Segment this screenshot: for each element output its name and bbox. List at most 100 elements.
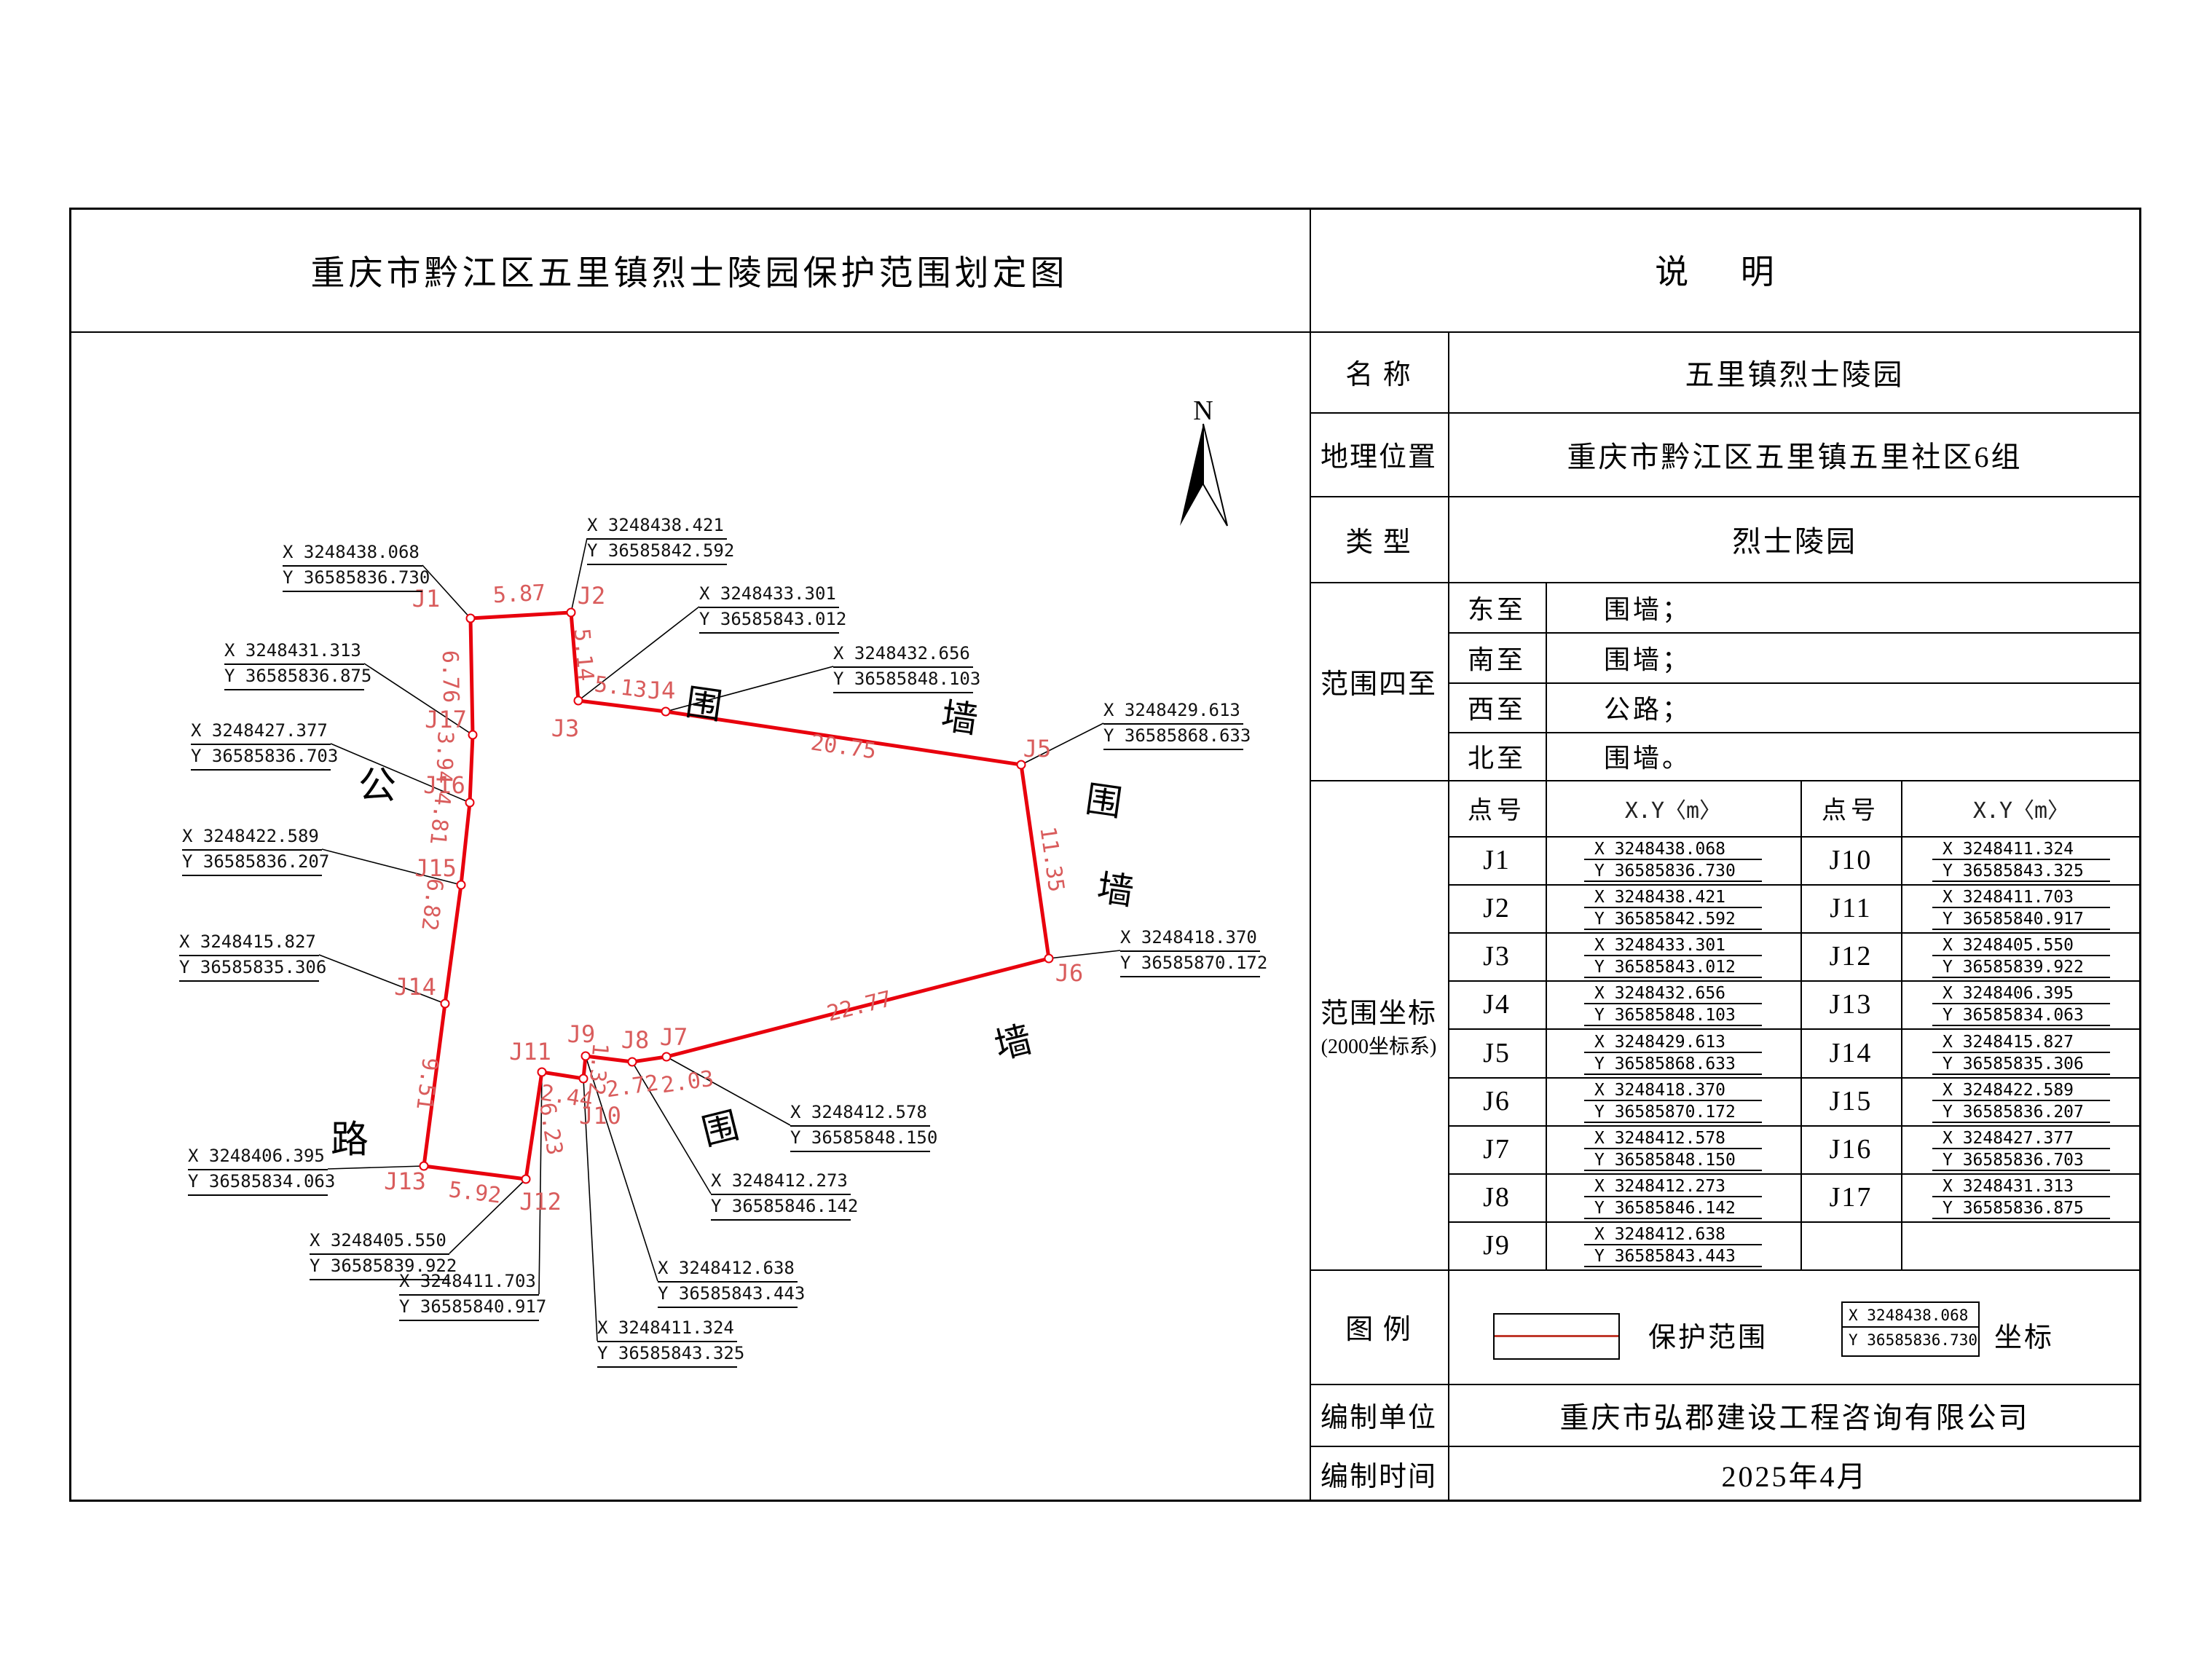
callout-y-J9: Y 36585843.443	[658, 1283, 805, 1308]
row-line	[1448, 980, 2141, 982]
point-label-J2: J2	[577, 582, 606, 610]
bound-val-east: 围墙；	[1604, 594, 1692, 624]
leader-line-J9	[585, 1055, 658, 1282]
point-x: X 3248411.324	[1932, 838, 2110, 860]
vertex-marker-J4	[661, 706, 671, 717]
callout-x-J7: X 3248412.578	[790, 1101, 930, 1127]
bounds-group-label: 范围四至	[1320, 669, 1437, 700]
callout-y-J5: Y 36585868.633	[1103, 725, 1251, 750]
callout-y-J11: Y 36585840.917	[399, 1296, 546, 1321]
leader-line-J14	[318, 954, 446, 1004]
time-value: 2025年4月	[1721, 1460, 1868, 1493]
point-y: Y 36585836.875	[1932, 1197, 2110, 1219]
callout-y-J12: Y 36585839.922	[310, 1255, 457, 1280]
row-line	[1448, 1028, 2141, 1030]
point-label-J13: J13	[384, 1167, 426, 1195]
callout-y-J8: Y 36585846.142	[711, 1195, 858, 1221]
vertex-marker-J16	[465, 797, 475, 808]
point-label-J3: J3	[551, 714, 580, 742]
callout-x-J17: X 3248431.313	[224, 639, 364, 665]
row-line	[1448, 682, 2141, 684]
sheet-border-right	[2139, 208, 2141, 1502]
col-line	[1448, 331, 1449, 1502]
sheet-border-bottom	[69, 1500, 2141, 1502]
legend-line-label: 保护范围	[1648, 1322, 1768, 1353]
point-x: X 3248422.589	[1932, 1079, 2110, 1101]
point-label-J15: J15	[414, 854, 457, 882]
coords-group-label: 范围坐标 (2000坐标系)	[1310, 780, 1448, 1269]
point-x: X 3248438.421	[1584, 886, 1762, 908]
leader-line-J15	[321, 848, 462, 886]
row-line	[1448, 1077, 2141, 1079]
panel-header: 说 明	[1655, 253, 1796, 291]
point-label-J14: J14	[394, 973, 436, 1001]
bound-val-west: 公路；	[1604, 695, 1692, 724]
vertex-marker-J11	[537, 1067, 547, 1077]
point-x: X 3248438.068	[1584, 838, 1762, 860]
vertex-marker-J9	[580, 1051, 591, 1061]
point-id: J8	[1483, 1182, 1511, 1213]
location-label: 地理位置	[1320, 442, 1437, 473]
bound-val-south: 围墙；	[1604, 645, 1692, 674]
col-xy-header-left: X.Y〈m〉	[1624, 797, 1722, 824]
row-line	[1310, 1446, 2141, 1447]
row-line	[1310, 780, 2141, 781]
col-xy-header-right: X.Y〈m〉	[1972, 797, 2070, 824]
point-label-J4: J4	[647, 677, 676, 704]
callout-x-J9: X 3248412.638	[658, 1257, 798, 1283]
leader-line-J17	[363, 663, 473, 736]
point-id: J5	[1483, 1037, 1511, 1068]
protection-boundary	[422, 610, 1051, 1181]
dimension-label: 6.76	[436, 650, 464, 704]
leader-line-J6	[1048, 950, 1121, 959]
row-line	[1310, 1269, 2141, 1271]
callout-y-J2: Y 36585842.592	[587, 540, 734, 565]
point-x: X 3248433.301	[1584, 934, 1762, 956]
unit-label: 编制单位	[1320, 1403, 1437, 1433]
point-x: X 3248411.703	[1932, 886, 2110, 908]
point-label-J5: J5	[1023, 735, 1052, 763]
callout-x-J15: X 3248422.589	[182, 825, 322, 851]
leader-line-J1	[422, 564, 471, 619]
sample-x: X 3248438.068	[1843, 1303, 1978, 1328]
sample-y: Y 36585836.730	[1849, 1331, 1978, 1349]
point-x: X 3248415.827	[1932, 1031, 2110, 1053]
point-label-J9: J9	[567, 1020, 596, 1048]
point-x: X 3248405.550	[1932, 934, 2110, 956]
leader-line-J7	[666, 1056, 791, 1126]
vertex-marker-J3	[573, 696, 583, 706]
point-y: Y 36585834.063	[1932, 1004, 2110, 1026]
type-value: 烈士陵园	[1732, 525, 1857, 558]
type-label: 类 型	[1345, 527, 1412, 558]
point-id: J14	[1829, 1037, 1873, 1068]
north-arrow-filled-half	[1180, 424, 1203, 526]
point-x: X 3248429.613	[1584, 1031, 1762, 1053]
callout-x-J5: X 3248429.613	[1103, 699, 1243, 725]
time-label: 编制时间	[1320, 1462, 1437, 1492]
callout-y-J17: Y 36585836.875	[224, 665, 371, 690]
callout-x-J14: X 3248415.827	[179, 931, 319, 956]
callout-x-J8: X 3248412.273	[711, 1170, 851, 1195]
point-label-J11: J11	[509, 1038, 551, 1066]
leader-line-J13	[327, 1165, 425, 1170]
point-y: Y 36585868.633	[1584, 1053, 1762, 1075]
row-line	[1448, 1173, 2141, 1175]
legend-label: 图 例	[1345, 1315, 1412, 1345]
callout-x-J12: X 3248405.550	[310, 1229, 449, 1255]
vertex-marker-J17	[468, 730, 478, 740]
road-text: 路	[330, 1119, 369, 1162]
